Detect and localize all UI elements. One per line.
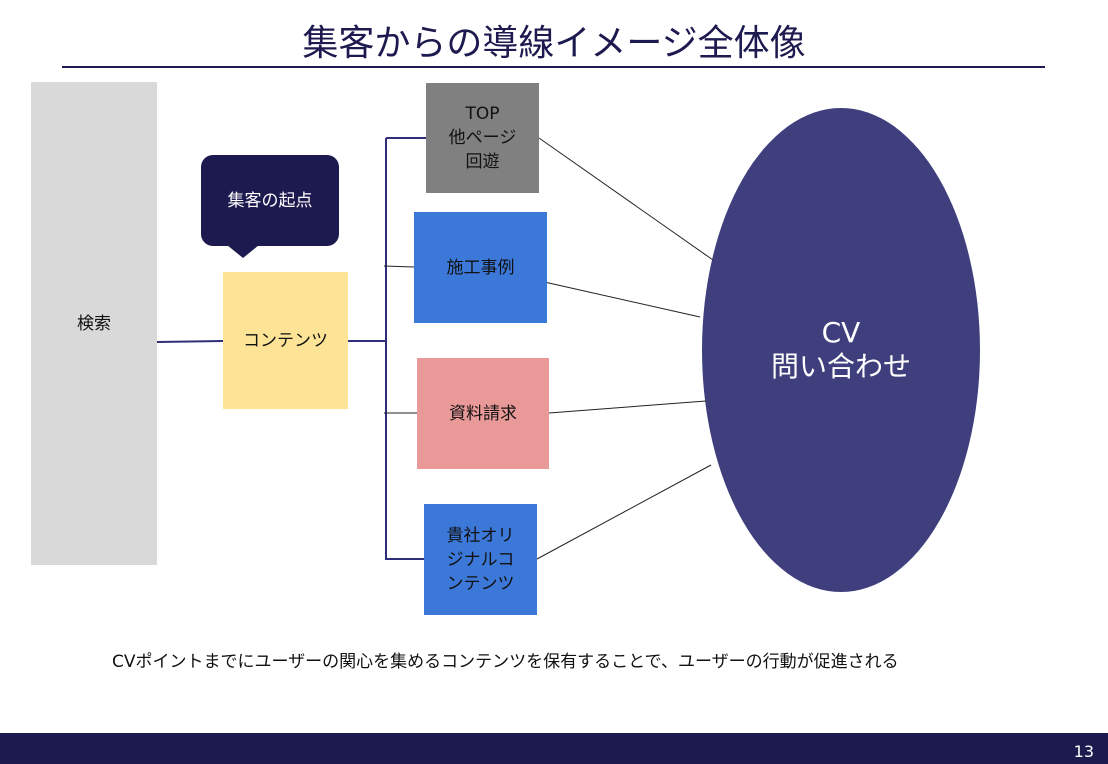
caption-text: CVポイントまでにユーザーの関心を集めるコンテンツを保有することで、ユーザーの行… xyxy=(112,652,899,672)
slide-title: 集客からの導線イメージ全体像 xyxy=(302,23,806,64)
original-to-cv-line xyxy=(536,464,712,560)
request-to-cv-line xyxy=(548,400,707,414)
contents-box: コンテンツ xyxy=(223,272,348,409)
branch-label: 施工事例 xyxy=(446,257,515,278)
top-to-cv-line xyxy=(538,137,714,261)
callout-bubble: 集客の起点 xyxy=(201,155,339,246)
branch-label: 資料請求 xyxy=(449,403,517,424)
footer-bar xyxy=(0,733,1108,764)
search-label: 検索 xyxy=(77,313,111,334)
cv-label: CV xyxy=(821,316,861,349)
branch-case-line xyxy=(383,265,415,268)
callout-label: 集客の起点 xyxy=(227,190,313,211)
branch-label: 貴社オリ ジナルコ ンテンツ xyxy=(446,525,515,594)
branch-box-top: TOP 他ページ 回遊 xyxy=(426,83,539,193)
contents-label: コンテンツ xyxy=(243,330,328,351)
search-to-contents-line xyxy=(156,340,224,343)
search-box: 検索 xyxy=(31,82,157,565)
branch-label: TOP 他ページ 回遊 xyxy=(448,104,517,172)
page-number: 13 xyxy=(1073,742,1094,761)
branch-box-original-contents: 貴社オリ ジナルコ ンテンツ xyxy=(424,504,537,615)
case-to-cv-line xyxy=(539,280,701,318)
branch-box-document-request: 資料請求 xyxy=(417,358,549,469)
cv-ellipse xyxy=(702,108,980,592)
branch-box-case-studies: 施工事例 xyxy=(414,212,547,323)
title-underline xyxy=(62,66,1045,68)
callout-tail xyxy=(227,245,259,258)
cv-sublabel: 問い合わせ xyxy=(770,350,911,383)
